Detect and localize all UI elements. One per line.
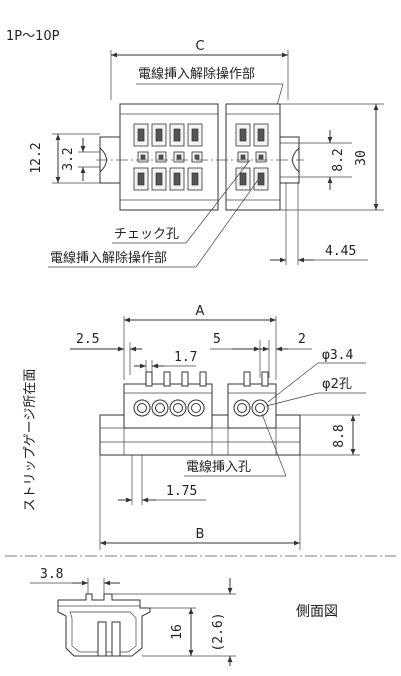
dim-8-8-label: 8.8 xyxy=(332,424,347,447)
dim-16-label: 16 xyxy=(170,624,185,640)
strip-gauge-label: ストリップゲージ所在面 xyxy=(23,369,38,512)
dim-5-label: 5 xyxy=(213,332,221,347)
wire-release-bottom-label: 電線挿入解除操作部 xyxy=(50,250,167,266)
wire-insert-hole-label: 電線挿入孔 xyxy=(186,459,251,475)
side-view-label: 側面図 xyxy=(296,604,338,620)
dim-4-45-label: 4.45 xyxy=(325,244,356,259)
dim-c-label: C xyxy=(195,39,204,54)
dim-12-2-label: 12.2 xyxy=(29,142,44,173)
check-hole-row xyxy=(137,151,267,163)
dim-a-label: A xyxy=(196,304,205,319)
release-levers xyxy=(145,371,269,387)
range-label: 1P～10P xyxy=(6,29,60,44)
left-terminal-block xyxy=(119,103,219,211)
top-view: 1P～10P C 電線挿入解除操作部 xyxy=(6,29,384,268)
dim-1-75-label: 1.75 xyxy=(166,484,197,499)
dim-30-label: 30 xyxy=(354,150,369,166)
front-view: A 2.5 1.7 5 2 ストリップゲージ所在面 xyxy=(23,304,366,550)
dim-phi2-label: φ2孔 xyxy=(322,377,352,392)
dim-2-6-label: (2.6) xyxy=(211,612,226,651)
dim-1-7-label: 1.7 xyxy=(174,350,197,365)
dim-b-label: B xyxy=(196,527,205,542)
upper-release-slots xyxy=(133,123,269,147)
check-hole-label: チェック孔 xyxy=(114,227,179,242)
dim-3-2-label: 3.2 xyxy=(61,147,76,170)
dim-2-label: 2 xyxy=(298,332,306,347)
dim-3-8-label: 3.8 xyxy=(40,567,63,582)
lower-release-slots xyxy=(133,167,269,191)
wire-release-top-label: 電線挿入解除操作部 xyxy=(138,66,255,82)
dim-2-5-label: 2.5 xyxy=(76,332,99,347)
dim-phi3-4-label: φ3.4 xyxy=(322,348,353,363)
side-view: 3.8 16 (2.6) 側面図 xyxy=(30,567,338,666)
right-terminal-block xyxy=(225,103,281,211)
dim-8-2-label: 8.2 xyxy=(331,148,346,171)
wire-insertion-holes xyxy=(133,399,269,417)
